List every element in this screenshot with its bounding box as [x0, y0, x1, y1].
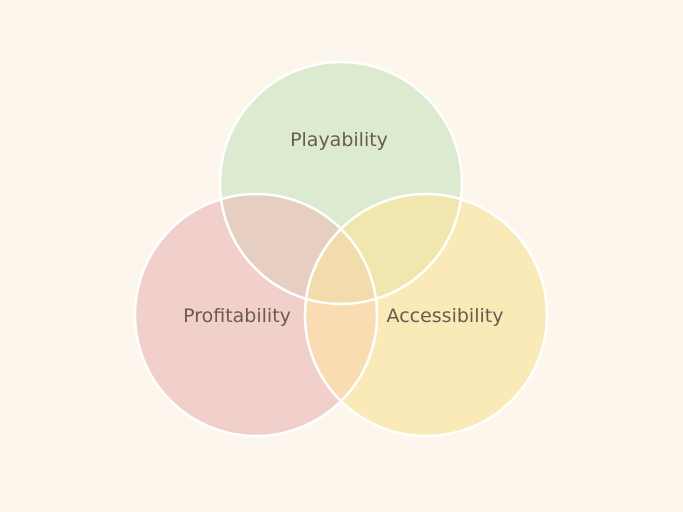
overlap-playability-profitability — [220, 194, 377, 304]
label-profitability: Profitability — [183, 305, 291, 327]
label-accessibility: Accessibility — [387, 305, 504, 327]
outline-accessibility — [303, 192, 549, 438]
label-playability: Playability — [290, 129, 388, 151]
outline-playability — [218, 60, 464, 306]
outline-profitability — [133, 192, 379, 438]
overlap-playability-accessibility — [305, 194, 462, 304]
